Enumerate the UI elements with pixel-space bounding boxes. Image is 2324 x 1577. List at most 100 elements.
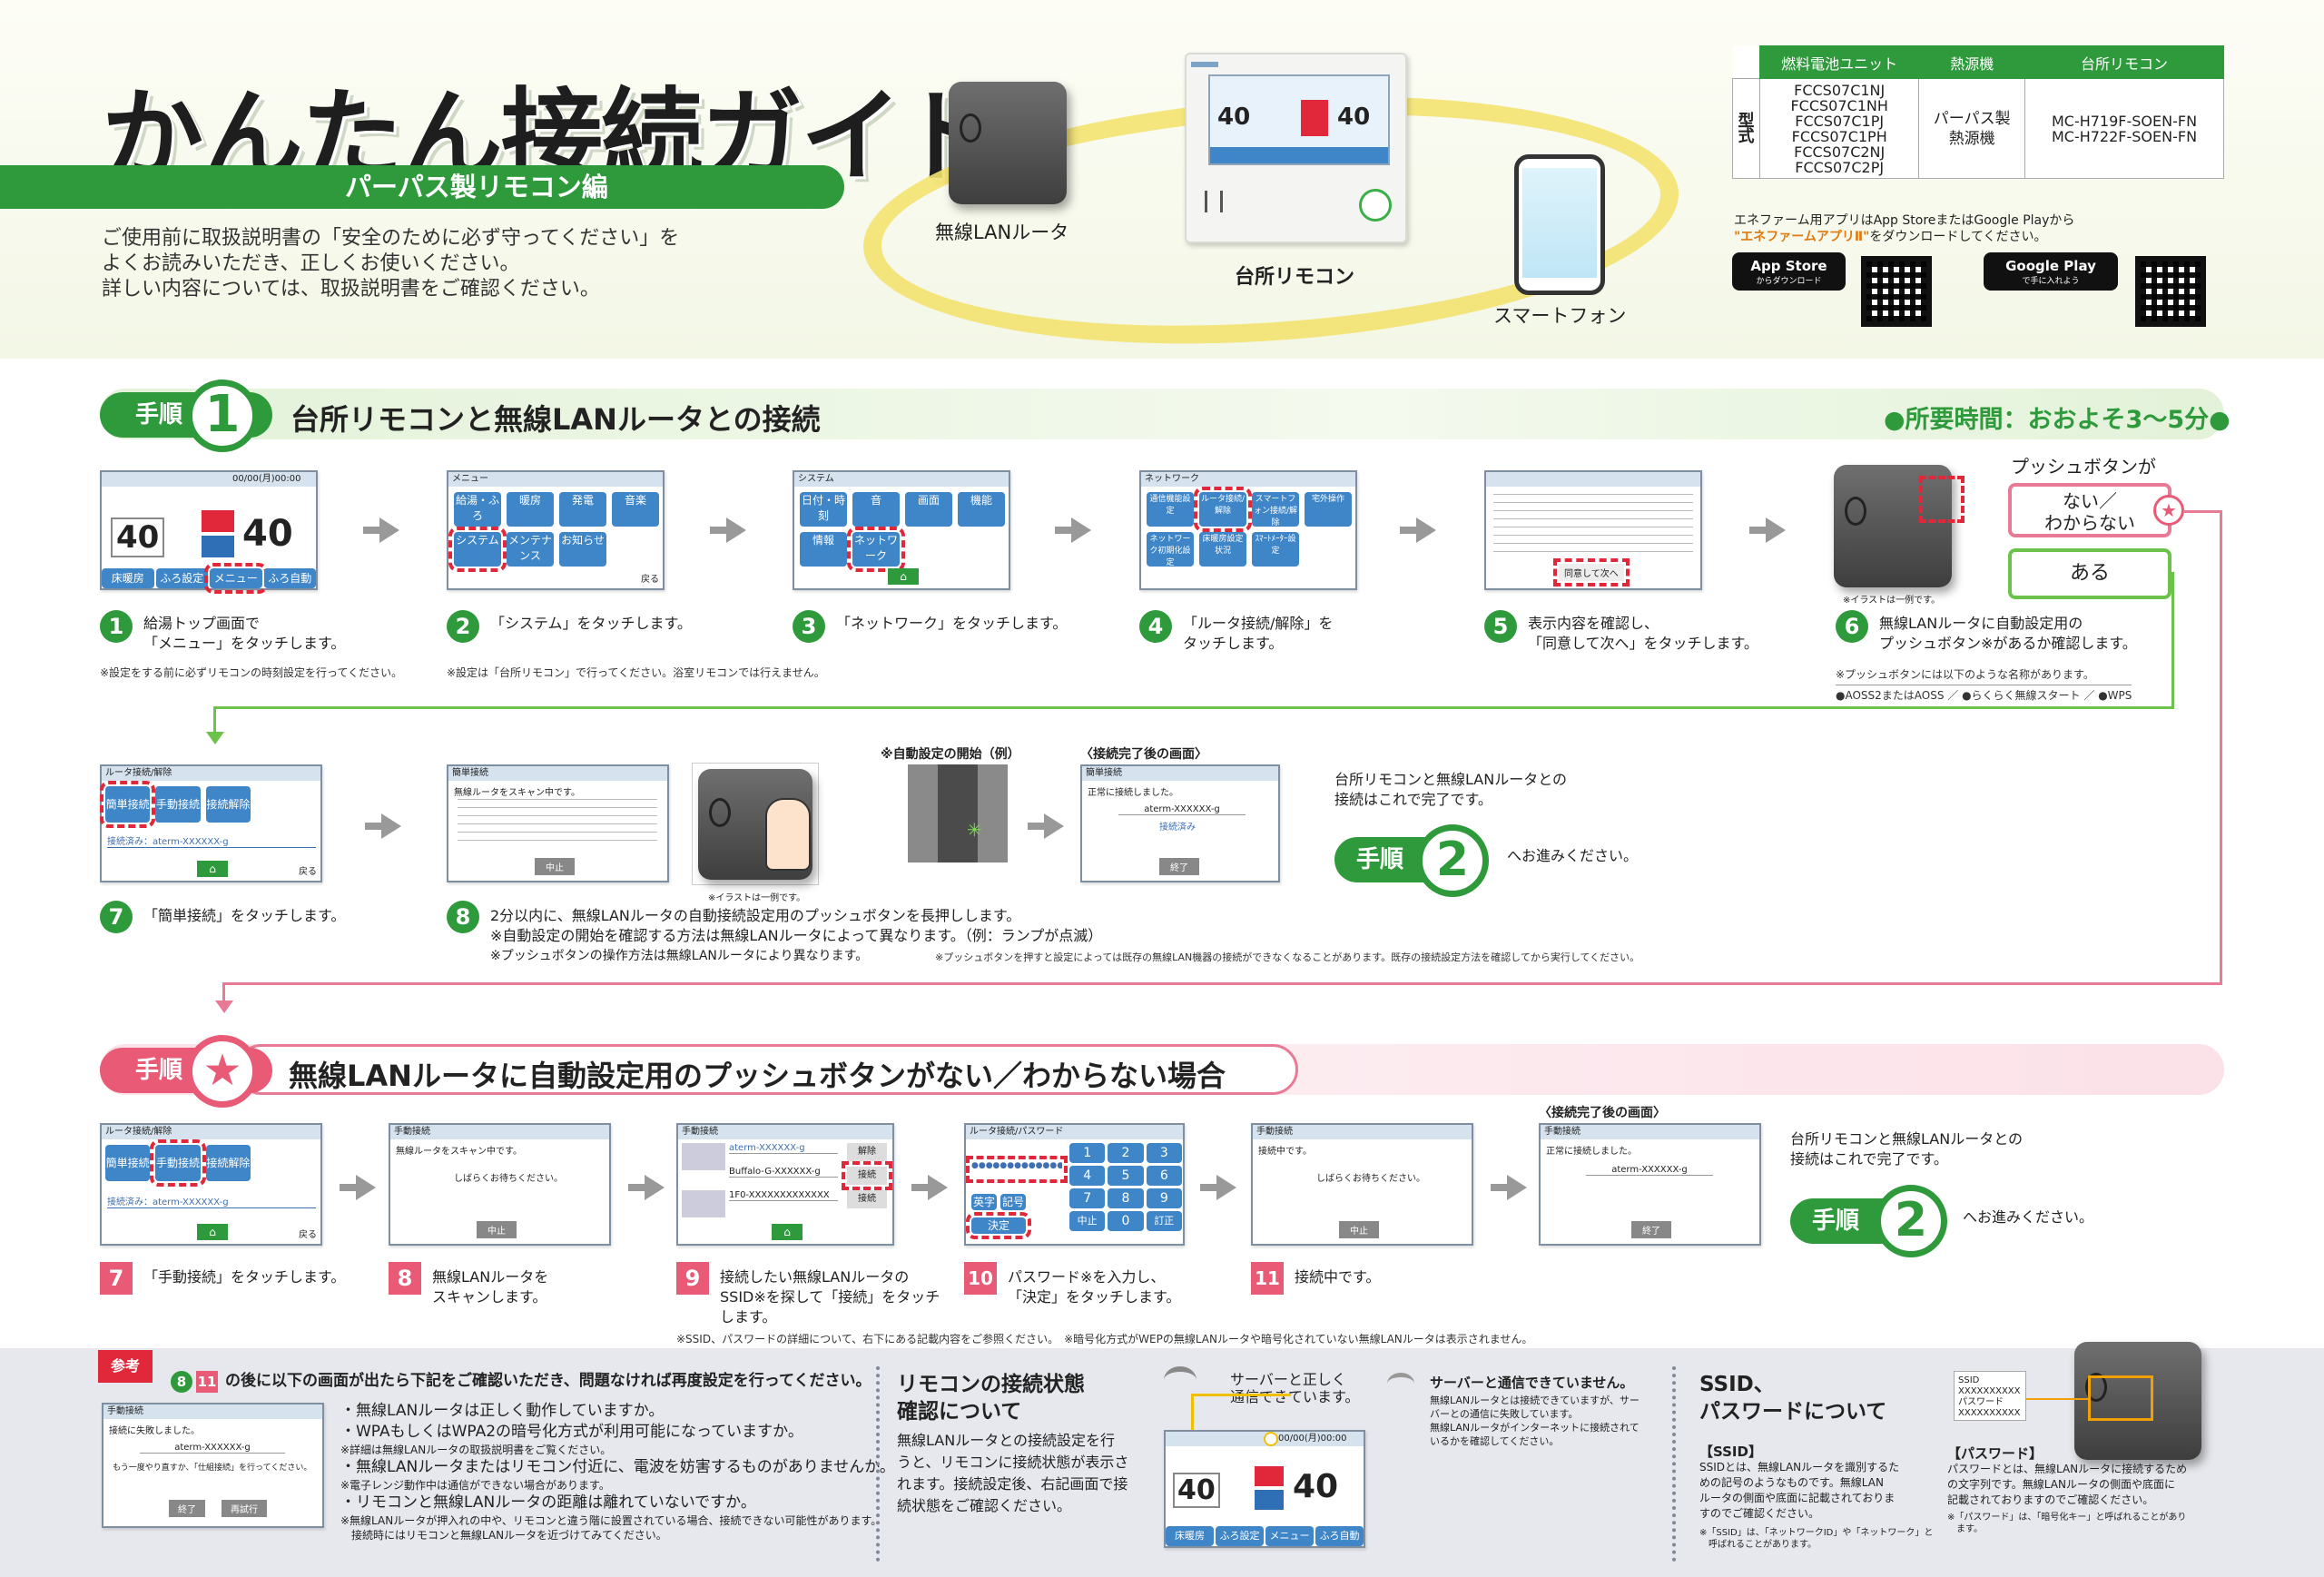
agree-button[interactable]: 同意して次へ (1553, 558, 1630, 586)
qr-code-icon[interactable] (1861, 256, 1932, 327)
next-text: へお進みください。 (1963, 1208, 2094, 1226)
step-number-circle: 2 (1416, 824, 1489, 897)
phone-label: スマートフォン (1493, 305, 1627, 327)
disconnect-tile[interactable]: 接続解除 (205, 1145, 251, 1181)
scroll-up-icon[interactable] (682, 1143, 725, 1170)
home-icon[interactable]: ⌂ (197, 1224, 228, 1240)
done-label: 〈接続完了後の画面〉 (1539, 1106, 1666, 1120)
up-arrow-icon (1255, 1466, 1284, 1486)
system-tile[interactable]: 画面 (905, 492, 952, 527)
section-title: 台所リモコンと無線LANルータとの接続 (290, 402, 821, 437)
pointer-line (1191, 1394, 1291, 1432)
connector-line (222, 982, 2222, 985)
done-label: 〈接続完了後の画面〉 (1080, 747, 1207, 762)
auto-bath-button[interactable]: ふろ自動 (263, 568, 316, 588)
back-button[interactable]: 戻る (641, 575, 659, 585)
step-number: 5 (1484, 610, 1517, 643)
network-tile[interactable]: ネットワーク初期化設定 (1147, 532, 1194, 567)
step-text: 「簡単接続」をタッチします。 (143, 907, 346, 924)
arrow-icon (363, 517, 399, 543)
menu-tile[interactable]: メンテナンス (507, 532, 554, 567)
connector-line (213, 706, 216, 734)
step-number-circle: 1 (186, 379, 259, 452)
system-tile[interactable]: 日付・時刻 (800, 492, 847, 527)
remote-screen: 40 40 (1208, 74, 1390, 165)
subtitle-band: パーパス製リモコン編 (0, 165, 844, 209)
lamp-blink-icon: ✳ (967, 819, 982, 841)
table-header: 燃料電池ユニット (1758, 45, 1920, 79)
menu-tile[interactable]: 発電 (559, 492, 606, 527)
screen-password: ルータ接続/パスワード ●●●●●●●●●●●●●● 英字 記号 決定 1 2 … (964, 1123, 1185, 1246)
retry-button[interactable]: 再試行 (222, 1500, 267, 1517)
step-text: 「ルータ接続/解除」をタッチします。 (1183, 615, 1334, 652)
menu-tile[interactable]: 暖房 (507, 492, 554, 527)
system-tile[interactable]: システム (448, 527, 507, 572)
easy-connect-tile[interactable]: 簡単接続 (105, 1145, 151, 1181)
manual-connect-tile[interactable]: 手動接続 (150, 1139, 206, 1187)
pointer-line (2026, 1398, 2088, 1400)
arrow-icon (1491, 1175, 1527, 1200)
back-button[interactable]: 戻る (299, 867, 317, 877)
home-icon[interactable]: ⌂ (888, 568, 919, 585)
menu-tile[interactable]: 音楽 (612, 492, 659, 527)
stop-button[interactable]: 中止 (477, 1221, 517, 1238)
menu-button[interactable]: メニュー (204, 563, 268, 594)
down-arrow-icon[interactable] (202, 536, 234, 557)
network-tile[interactable]: ｽﾏｰﾄﾒｰﾀｰ設定 (1252, 532, 1299, 567)
decide-button[interactable]: 決定 (966, 1212, 1031, 1239)
up-arrow-icon[interactable] (202, 510, 234, 532)
auto-label: ※自動設定の開始（例） (881, 747, 1020, 762)
floor-heat-button[interactable]: 床暖房 (102, 568, 154, 588)
arrow-icon (215, 1000, 233, 1013)
qr-code-icon[interactable] (2135, 256, 2206, 327)
connector-line (213, 706, 2174, 709)
disconnect-tile[interactable]: 接続解除 (205, 786, 251, 823)
stop-button[interactable]: 中止 (535, 858, 575, 875)
row-label: 型式 (1732, 78, 1760, 179)
system-tile[interactable]: 機能 (958, 492, 1005, 527)
arrow-icon (1749, 517, 1786, 543)
menu-tile[interactable]: 給湯・ふろ (454, 492, 501, 527)
smartphone-illustration (1514, 154, 1605, 295)
network-tile[interactable]: 宅外操作 (1305, 492, 1352, 527)
app-info-line: エネファーム用アプリはApp StoreまたはGoogle Playから (1734, 213, 2075, 228)
easy-connect-tile[interactable]: 簡単接続 (99, 781, 156, 828)
home-icon[interactable]: ⌂ (772, 1224, 803, 1240)
done-button[interactable]: 終了 (1631, 1221, 1671, 1238)
network-tile[interactable]: ネットワーク (847, 527, 905, 572)
star-icon: ★ (186, 1035, 259, 1108)
bath-settings-button[interactable]: ふろ設定 (155, 568, 208, 588)
note: ※自動設定の開始を確認する方法は無線LANルータによって異なります。（例：ランプ… (490, 927, 1103, 944)
arrow-icon (710, 517, 746, 543)
illustration-note: ※イラストは一例です。 (708, 893, 806, 903)
connect-button[interactable]: 接続 (842, 1161, 892, 1190)
home-icon[interactable]: ⌂ (197, 861, 228, 877)
router-connect-tile[interactable]: ルータ接続/解除 (1194, 487, 1252, 532)
separator (876, 1366, 880, 1562)
network-tile[interactable]: スマートフォン接続/解除 (1252, 492, 1299, 527)
push-button-highlight (1919, 476, 1965, 523)
step-text: 「手動接続」をタッチします。 (143, 1268, 346, 1286)
ok-text: サーバーと正しく通信できています。 (1230, 1371, 1360, 1405)
password-field[interactable]: ●●●●●●●●●●●●●● (966, 1156, 1068, 1183)
system-tile[interactable]: 音 (852, 492, 900, 527)
section-title: 無線LANルータに自動設定用のプッシュボタンがない／わからない場合 (289, 1059, 1226, 1093)
done-button[interactable]: 終了 (1159, 858, 1199, 875)
network-tile[interactable]: 通信機能設定 (1147, 492, 1194, 527)
back-button[interactable]: 戻る (299, 1230, 317, 1240)
screen-router-connect: ルータ接続/解除 簡単接続 手動接続 接続解除 接続済み：aterm-XXXXX… (99, 764, 322, 882)
stop-button[interactable]: 中止 (1339, 1221, 1379, 1238)
temp-value: 40 (242, 513, 293, 555)
network-tile[interactable]: 床暖房設定状況 (1199, 532, 1246, 567)
system-tile[interactable]: 情報 (800, 532, 847, 567)
menu-tile[interactable]: お知らせ (559, 532, 606, 567)
end-button[interactable]: 終了 (169, 1500, 205, 1517)
heat-source-model: パーパス製 熱源機 (1918, 78, 2026, 179)
step-text: 表示内容を確認し、「同意して次へ」をタッチします。 (1528, 615, 1758, 652)
connector-line (222, 982, 225, 1002)
manual-connect-tile[interactable]: 手動接続 (155, 786, 201, 823)
scroll-down-icon[interactable] (682, 1190, 725, 1217)
